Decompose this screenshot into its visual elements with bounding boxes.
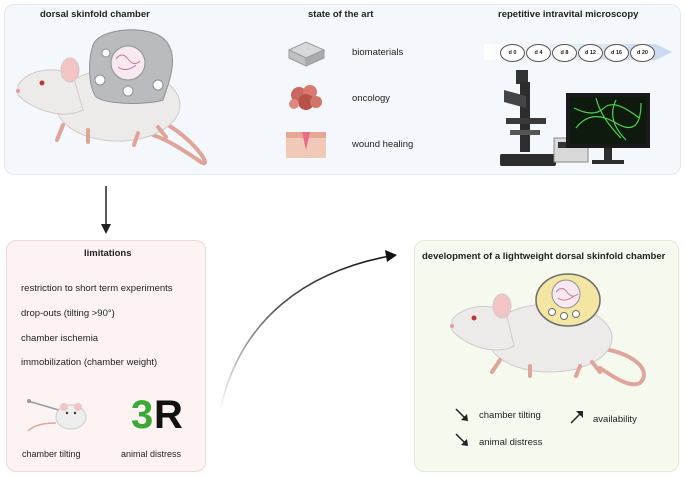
day-8: d 8 — [552, 44, 577, 62]
development-title: development of a lightweight dorsal skin… — [422, 251, 666, 262]
animal-distress-reduced: animal distress — [479, 437, 543, 448]
mouse-lightweight-chamber-illustration — [450, 273, 646, 387]
microscope-icon — [500, 70, 650, 166]
repetitive-microscopy-title: repetitive intravital microscopy — [498, 9, 639, 20]
limitations-title: limitations — [84, 248, 132, 259]
decrease-arrow-icon — [455, 408, 468, 421]
limitations-panel — [6, 240, 206, 472]
day-0: d 0 — [500, 44, 525, 62]
state-of-art-title: state of the art — [308, 9, 374, 20]
limitation-item-3: chamber ischemia — [21, 333, 99, 344]
curved-arrow — [219, 250, 397, 412]
increase-arrow-icon — [570, 411, 583, 424]
chamber-tilting-label: chamber tilting — [22, 449, 81, 459]
wound-healing-icon — [286, 132, 326, 158]
state-item-oncology: oncology — [352, 93, 391, 104]
three-r-digit: 3 — [131, 393, 153, 437]
limitation-item-4: immobilization (chamber weight) — [21, 357, 158, 368]
tilting-mouse-icon — [27, 399, 87, 432]
state-item-biomaterials: biomaterials — [352, 47, 404, 58]
dorsal-chamber-title: dorsal skinfold chamber — [40, 9, 150, 20]
oncology-icon — [289, 85, 322, 110]
day-12: d 12 — [578, 44, 603, 62]
decrease-arrow-icon — [455, 433, 468, 446]
day-16: d 16 — [604, 44, 629, 62]
day-4: d 4 — [526, 44, 551, 62]
availability-increased: availability — [593, 414, 637, 425]
down-arrow — [101, 186, 111, 234]
biomaterials-icon — [287, 41, 326, 67]
three-r-letter: R — [154, 393, 183, 437]
chamber-tilting-reduced: chamber tilting — [479, 410, 541, 421]
state-item-wound-healing: wound healing — [352, 139, 414, 150]
limitation-item-1: restriction to short term experiments — [21, 283, 173, 294]
animal-distress-label: animal distress — [121, 449, 182, 459]
limitation-item-2: drop-outs (tilting >90°) — [21, 308, 115, 319]
mouse-with-chamber-illustration — [16, 29, 207, 166]
day-20: d 20 — [630, 44, 655, 62]
